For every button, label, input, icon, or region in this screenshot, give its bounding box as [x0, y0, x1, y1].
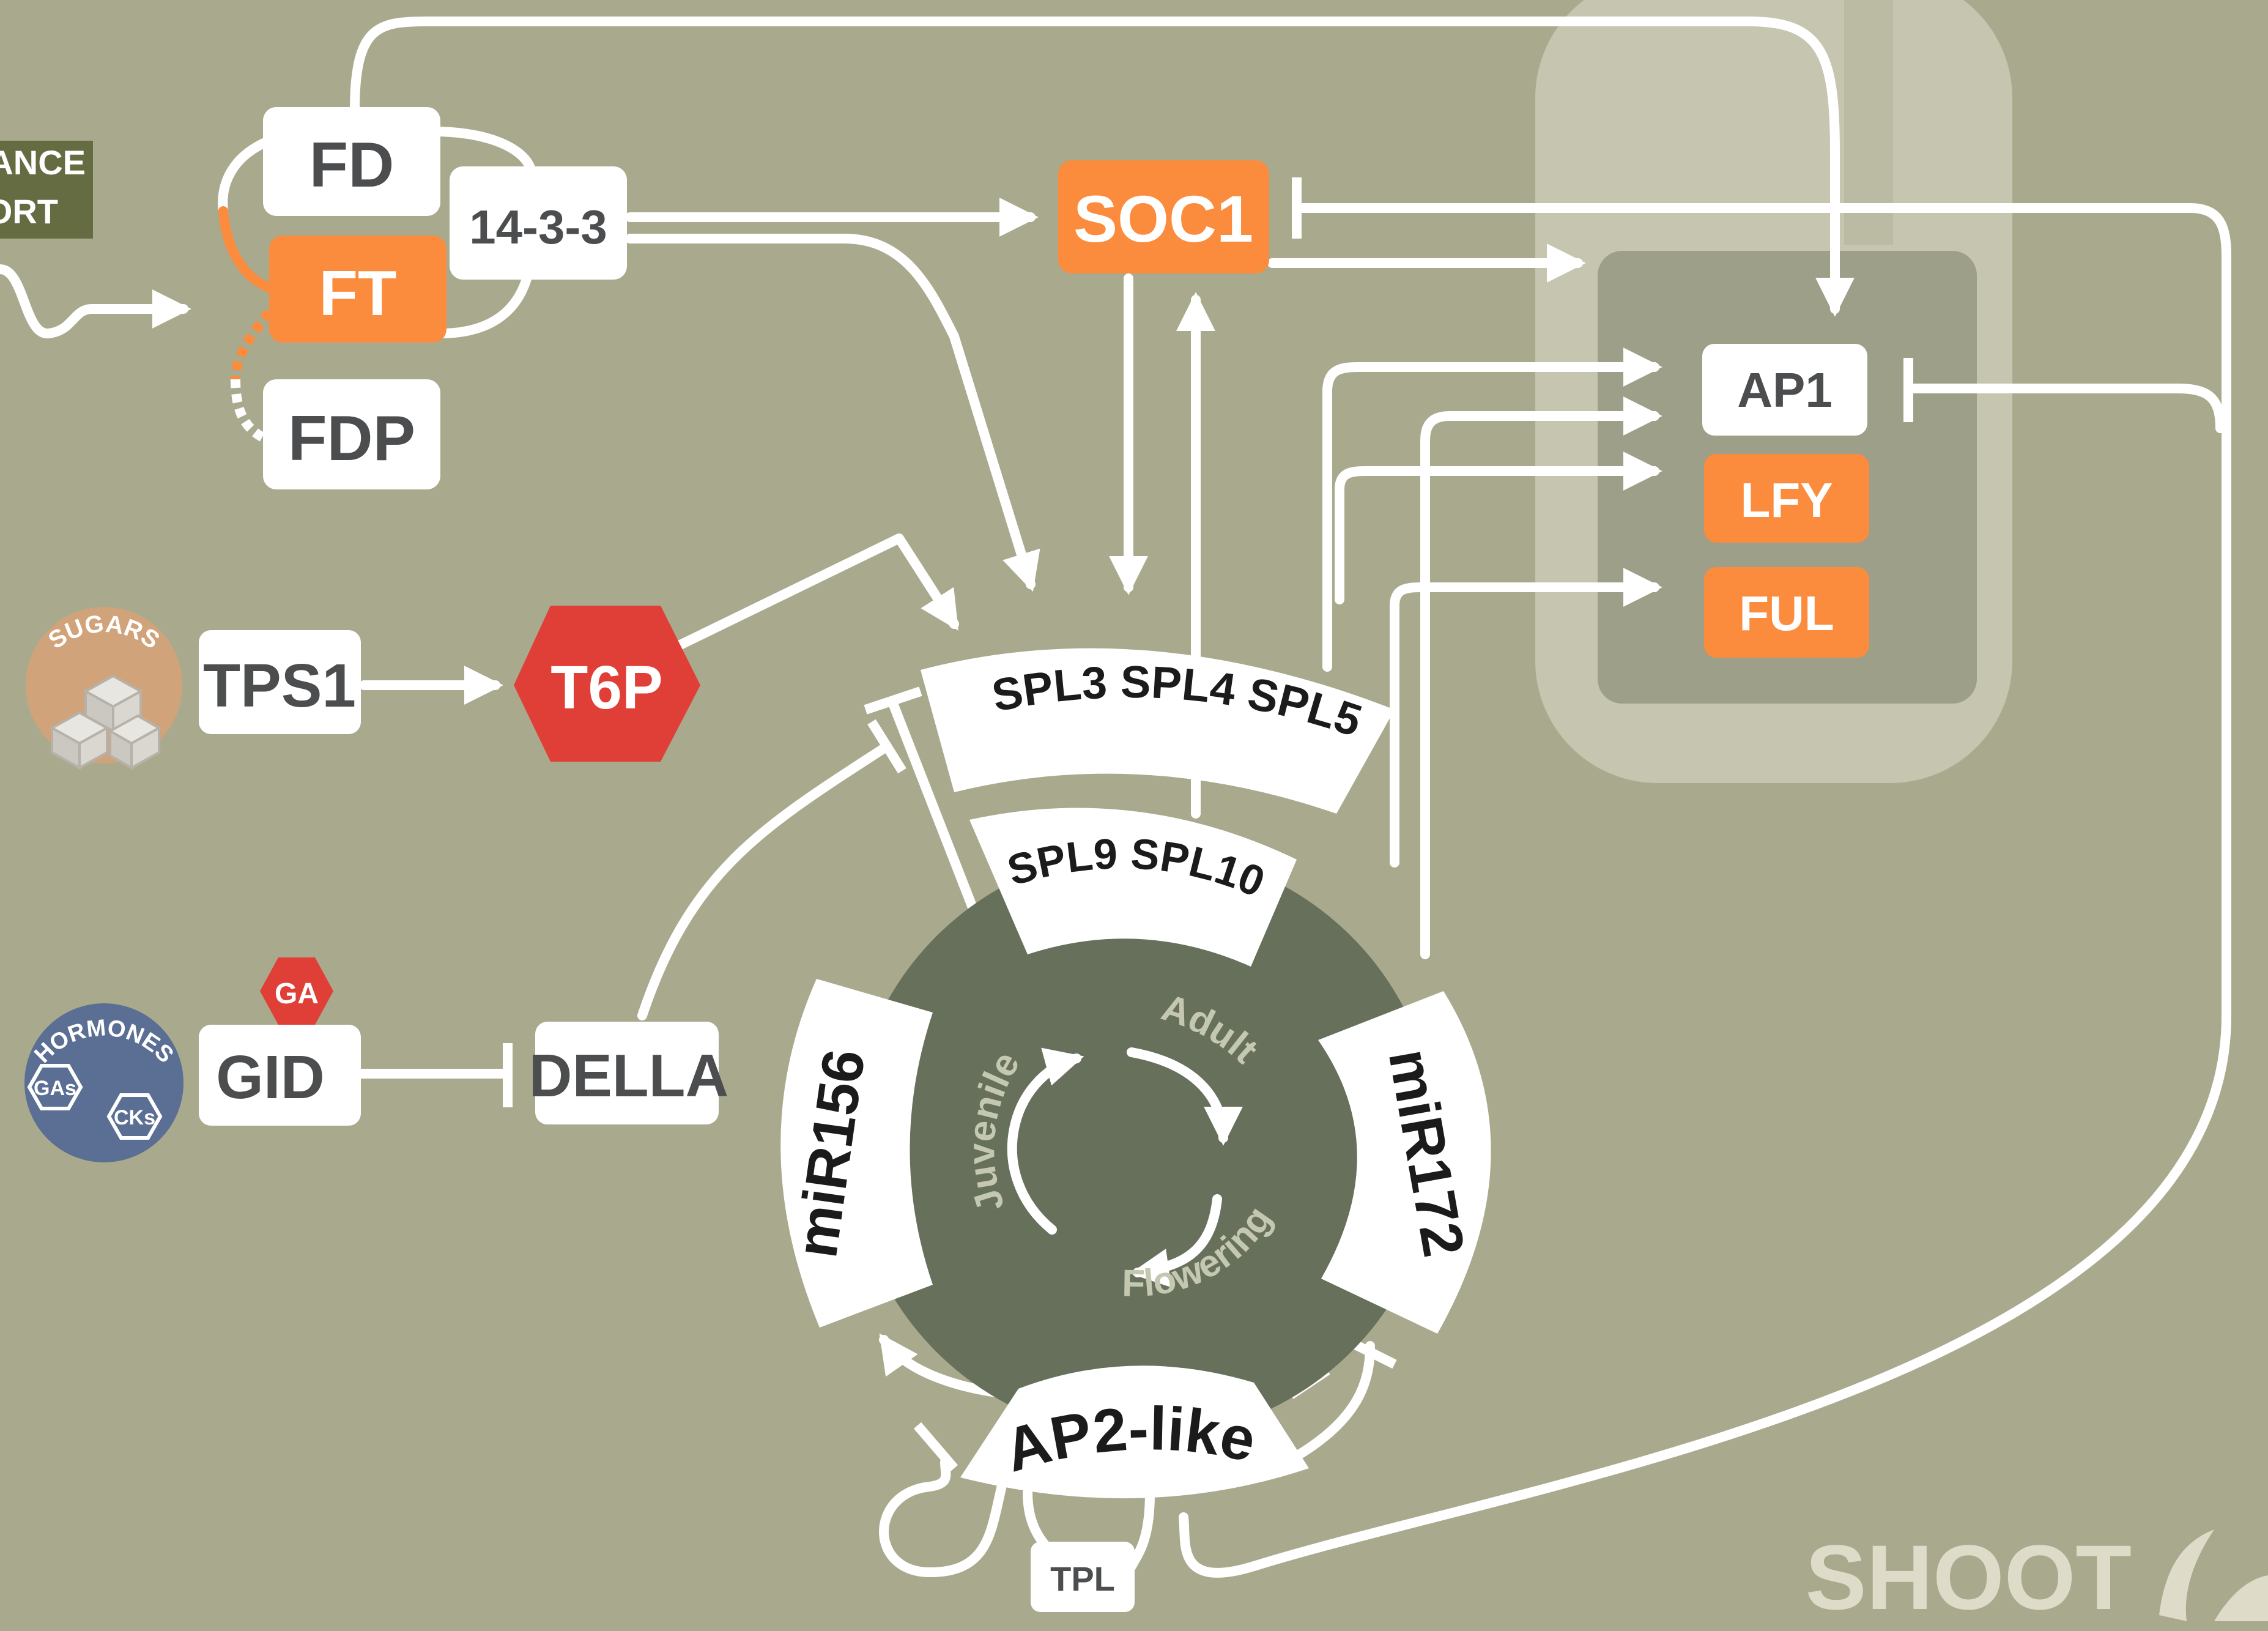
cks-label: CKs — [114, 1106, 155, 1129]
distance-label-line2: ORT — [0, 192, 58, 231]
shoot-label: SHOOT — [1806, 1526, 2132, 1629]
hormones-input: HORMONES GAs CKs — [24, 1003, 183, 1162]
tpl-label: TPL — [1050, 1559, 1115, 1598]
fdp-node[interactable]: FDP — [263, 379, 440, 489]
soc1-node[interactable]: SOC1 — [1058, 160, 1269, 273]
lfy-node[interactable]: LFY — [1704, 454, 1869, 543]
fdp-label: FDP — [288, 403, 415, 474]
tps1-label: TPS1 — [203, 652, 356, 720]
gas-label: GAs — [34, 1077, 76, 1100]
distance-label-line1: TANCE — [0, 143, 86, 182]
ap1-node[interactable]: AP1 — [1702, 344, 1867, 436]
gid-label: GID — [216, 1043, 325, 1112]
ful-node[interactable]: FUL — [1704, 567, 1869, 658]
ft-node[interactable]: FT — [269, 236, 447, 343]
fd-label: FD — [309, 130, 395, 201]
lfy-label: LFY — [1740, 473, 1833, 527]
protein-14-3-3-node[interactable]: 14-3-3 — [450, 166, 627, 280]
della-label: DELLA — [529, 1042, 729, 1109]
protein-14-3-3-label: 14-3-3 — [469, 200, 607, 254]
ga-label: GA — [275, 978, 319, 1010]
t6p-label: T6P — [550, 653, 662, 722]
della-node[interactable]: DELLA — [529, 1022, 729, 1124]
soc1-label: SOC1 — [1073, 182, 1253, 256]
gid-node[interactable]: GID — [199, 1025, 361, 1126]
ft-label: FT — [319, 258, 396, 329]
ful-label: FUL — [1739, 586, 1834, 641]
fd-node[interactable]: FD — [263, 107, 440, 216]
tpl-node[interactable]: TPL — [1031, 1542, 1135, 1612]
tps1-node[interactable]: TPS1 — [199, 630, 361, 734]
ap1-label: AP1 — [1737, 363, 1833, 417]
